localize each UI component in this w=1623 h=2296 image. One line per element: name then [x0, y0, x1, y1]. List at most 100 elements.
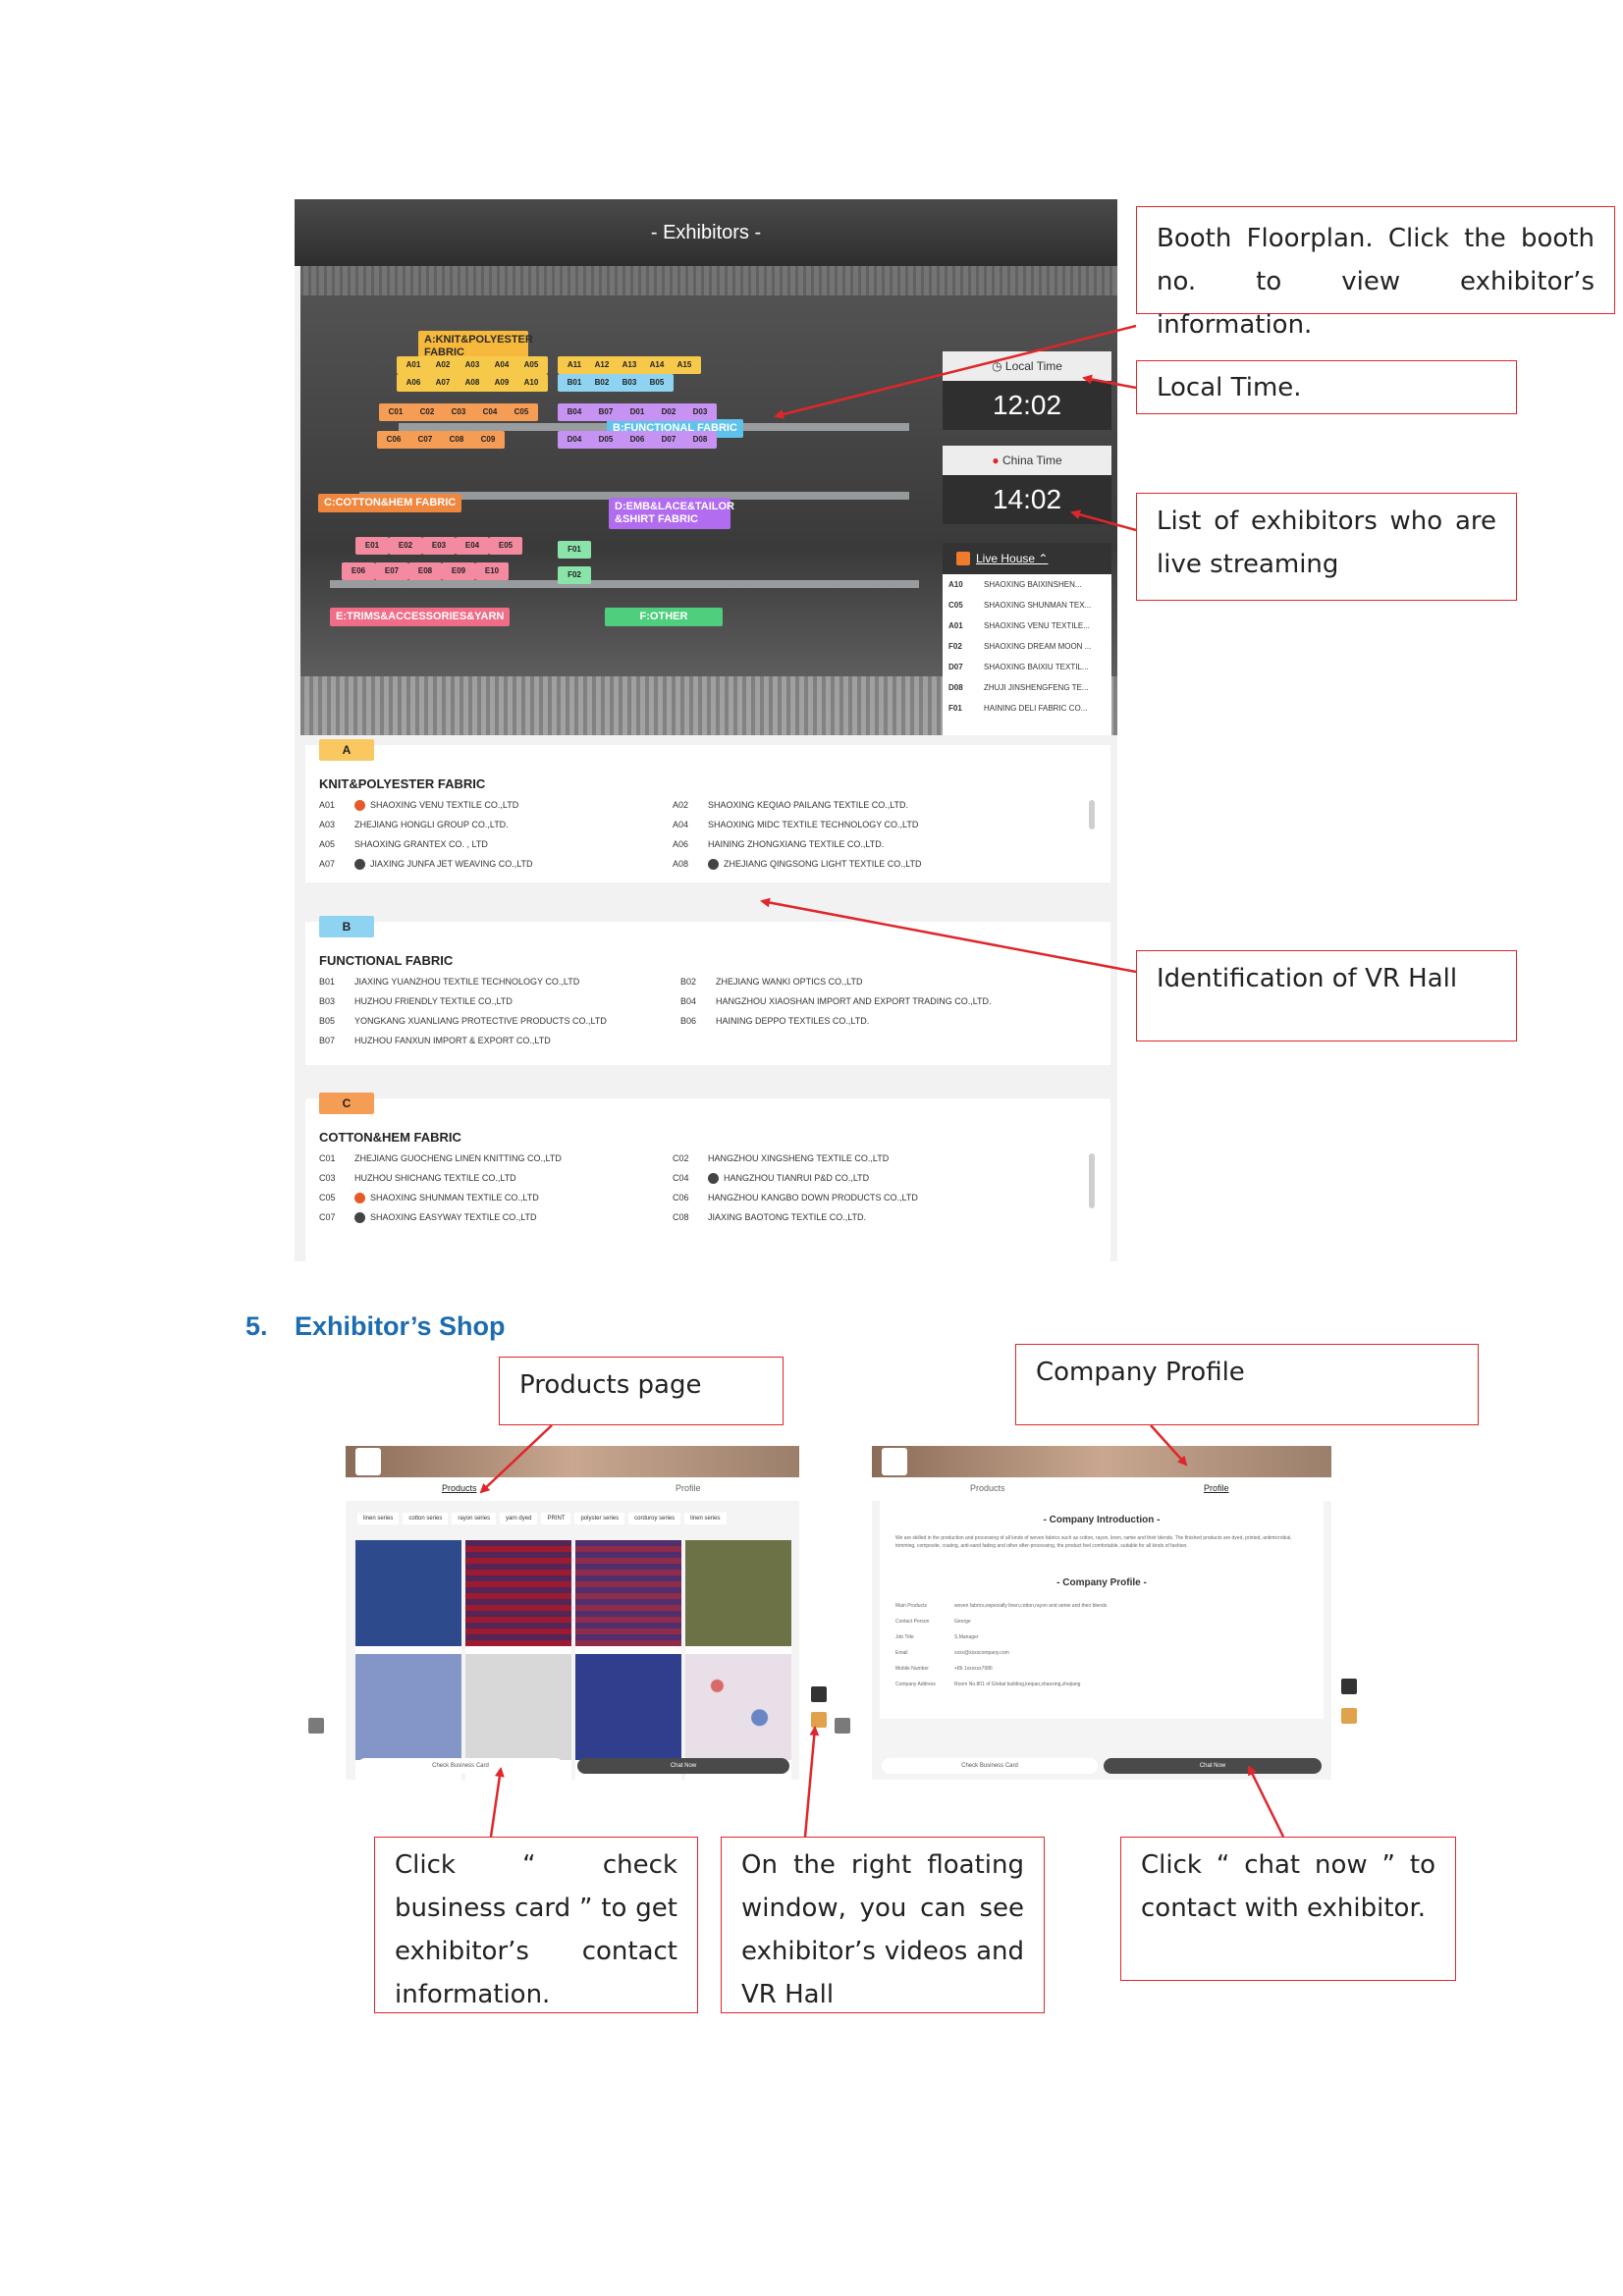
booth-b01[interactable]: B01: [558, 374, 591, 392]
booth-e09[interactable]: E09: [442, 562, 475, 580]
booth-d07[interactable]: D07: [652, 431, 685, 449]
booth-e10[interactable]: E10: [475, 562, 509, 580]
zone-d-label[interactable]: D:EMB&LACE&TAILOR &SHIRT FABRIC: [609, 498, 734, 529]
tab-products[interactable]: Products: [970, 1483, 1005, 1493]
booth-e01[interactable]: E01: [355, 537, 389, 555]
booth-c02[interactable]: C02: [410, 403, 444, 421]
category-chip[interactable]: corduroy series: [628, 1513, 681, 1524]
booth-e03[interactable]: E03: [422, 537, 456, 555]
product-card[interactable]: [685, 1654, 791, 1780]
tab-products[interactable]: Products: [442, 1483, 477, 1493]
category-chip[interactable]: linen series: [357, 1513, 400, 1524]
booth-d05[interactable]: D05: [589, 431, 622, 449]
booth-b04[interactable]: B04: [558, 403, 591, 421]
booth-a08[interactable]: A08: [456, 374, 489, 392]
booth-c08[interactable]: C08: [440, 431, 473, 449]
tab-profile[interactable]: Profile: [676, 1483, 701, 1493]
booth-b02[interactable]: B02: [585, 374, 619, 392]
booth-a02[interactable]: A02: [426, 356, 460, 374]
booth-a06[interactable]: A06: [397, 374, 430, 392]
chat-now-button[interactable]: Chat Now: [577, 1758, 789, 1774]
booth-c09[interactable]: C09: [471, 431, 505, 449]
booth-a03[interactable]: A03: [456, 356, 489, 374]
category-chip[interactable]: yarn dyed: [500, 1513, 538, 1524]
scrollbar[interactable]: [1089, 1153, 1095, 1208]
booth-b07[interactable]: B07: [589, 403, 622, 421]
booth-e02[interactable]: E02: [389, 537, 422, 555]
booth-a09[interactable]: A09: [485, 374, 518, 392]
booth-a05[interactable]: A05: [514, 356, 548, 374]
booth-d01[interactable]: D01: [621, 403, 654, 421]
tab-profile[interactable]: Profile: [1204, 1483, 1229, 1493]
category-chip[interactable]: cotton series: [403, 1513, 449, 1524]
booth-c04[interactable]: C04: [473, 403, 507, 421]
category-chip[interactable]: PRINT: [541, 1513, 571, 1524]
booth-e04[interactable]: E04: [456, 537, 489, 555]
booth-b05[interactable]: B05: [640, 374, 674, 392]
booth-c05[interactable]: C05: [505, 403, 538, 421]
booth-f01[interactable]: F01: [558, 541, 591, 559]
zone-f-label[interactable]: F:OTHER: [605, 608, 723, 626]
video-icon[interactable]: [1341, 1679, 1357, 1694]
product-card[interactable]: CVC CHECK YARN DYED: [465, 1540, 571, 1668]
zone-e-label[interactable]: E:TRIMS&ACCESSORIES&YARN: [330, 608, 511, 626]
booth-c01[interactable]: C01: [379, 403, 412, 421]
scrollbar[interactable]: [1089, 800, 1095, 829]
booth-c07[interactable]: C07: [408, 431, 442, 449]
vr-hall-icon[interactable]: [811, 1712, 827, 1728]
booth-d02[interactable]: D02: [652, 403, 685, 421]
booth-a12[interactable]: A12: [585, 356, 619, 374]
booth-a10[interactable]: A10: [514, 374, 548, 392]
product-card[interactable]: cotton rayon plain linen: [355, 1540, 461, 1668]
booth-d08[interactable]: D08: [683, 431, 717, 449]
booth-b03[interactable]: B03: [613, 374, 646, 392]
booth-d03[interactable]: D03: [683, 403, 717, 421]
booth-a13[interactable]: A13: [613, 356, 646, 374]
booth-e07[interactable]: E07: [375, 562, 408, 580]
booth-a01[interactable]: A01: [397, 356, 430, 374]
booth-a11[interactable]: A11: [558, 356, 591, 374]
booth-e08[interactable]: E08: [408, 562, 442, 580]
live-house-toggle[interactable]: Live House ⌃: [943, 543, 1111, 574]
booth-e06[interactable]: E06: [342, 562, 375, 580]
booth-e05[interactable]: E05: [489, 537, 522, 555]
booth-c06[interactable]: C06: [377, 431, 410, 449]
booth-a14[interactable]: A14: [640, 356, 674, 374]
booth-d06[interactable]: D06: [621, 431, 654, 449]
booth-a15[interactable]: A15: [668, 356, 701, 374]
category-chip[interactable]: linen series: [684, 1513, 727, 1524]
booth-f02[interactable]: F02: [558, 566, 591, 584]
chat-icon[interactable]: [835, 1718, 850, 1734]
check-business-card-button[interactable]: Check Business Card: [357, 1758, 564, 1774]
product-card[interactable]: CVC CHECK YARN DYED: [575, 1540, 681, 1668]
product-card[interactable]: Spandexed: [685, 1540, 791, 1668]
chat-icon[interactable]: [308, 1718, 324, 1734]
booth-d04[interactable]: D04: [558, 431, 591, 449]
category-chip[interactable]: polyster series: [574, 1513, 625, 1524]
